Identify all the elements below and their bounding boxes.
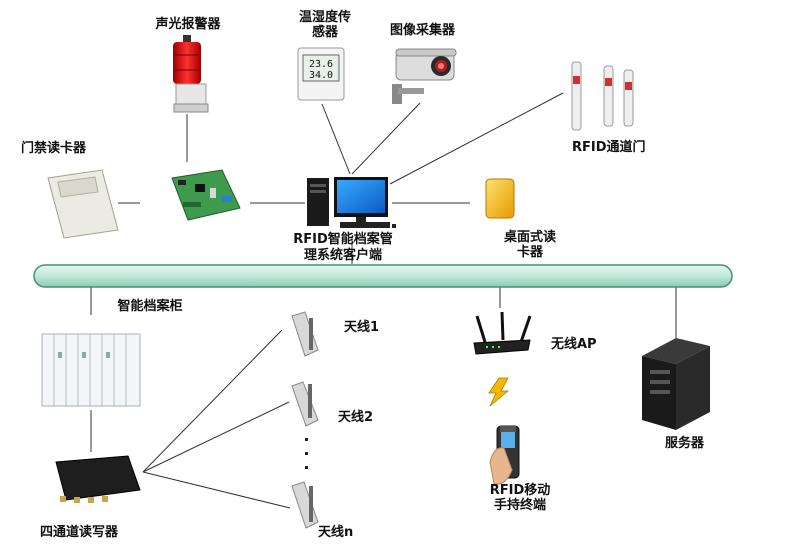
antenna-1-icon — [291, 311, 319, 357]
sensor-to-client-line — [321, 103, 351, 175]
client-label-line1: RFID智能档案管 — [293, 232, 393, 247]
camera-icon — [392, 48, 457, 104]
sensor-reading-2: 34.0 — [309, 70, 333, 81]
server-label: 服务器 — [665, 436, 705, 451]
access-card-reader-icon — [47, 169, 119, 239]
rfid-gate-icon — [571, 61, 634, 131]
antenna-2-icon — [291, 381, 319, 427]
network-bus — [33, 264, 733, 288]
ellipsis-dots — [305, 438, 308, 469]
wireless-ap-label: 无线AP — [551, 337, 597, 352]
gate-to-client-line — [389, 92, 564, 185]
handheld-terminal-icon — [489, 425, 520, 485]
camera-label: 图像采集器 — [390, 23, 456, 38]
antennan-label: 天线n — [318, 525, 354, 540]
server-icon — [642, 338, 710, 430]
alarm-label: 声光报警器 — [155, 17, 221, 32]
wireless-signal-lightning-icon — [488, 377, 510, 407]
desktop-reader-icon — [485, 178, 515, 219]
client-pc-icon — [307, 177, 396, 228]
four-channel-reader-label: 四通道读写器 — [40, 525, 119, 540]
desktop-reader-label: 桌面式读卡器 — [503, 230, 556, 260]
reader-to-antenna2-line — [142, 401, 290, 473]
connection-lines — [90, 92, 677, 509]
reader-to-antennan-line — [142, 471, 291, 509]
alarm-siren-icon — [173, 35, 209, 113]
antenna2-label: 天线2 — [338, 410, 374, 425]
sensor-label: 温湿度传感器 — [299, 10, 352, 40]
wireless-ap-icon — [473, 311, 532, 355]
antenna-n-icon — [291, 481, 319, 529]
antenna1-label: 天线1 — [344, 320, 380, 335]
access-reader-label: 门禁读卡器 — [21, 141, 87, 156]
archive-cabinet-icon — [41, 333, 141, 407]
rfid-gate-label: RFID通道门 — [572, 140, 646, 155]
sensor-reading-1: 23.6 — [309, 59, 333, 70]
four-channel-reader-icon — [55, 455, 141, 503]
controller-board-icon — [171, 169, 241, 221]
client-label-line2: 理系统客户端 — [303, 248, 382, 263]
cabinet-label: 智能档案柜 — [117, 299, 183, 314]
camera-to-client-line — [351, 102, 421, 175]
temp-humidity-sensor-icon: 23.6 34.0 — [297, 47, 345, 101]
handheld-label: RFID移动手持终端 — [489, 483, 551, 513]
reader-to-antenna1-line — [142, 329, 283, 473]
